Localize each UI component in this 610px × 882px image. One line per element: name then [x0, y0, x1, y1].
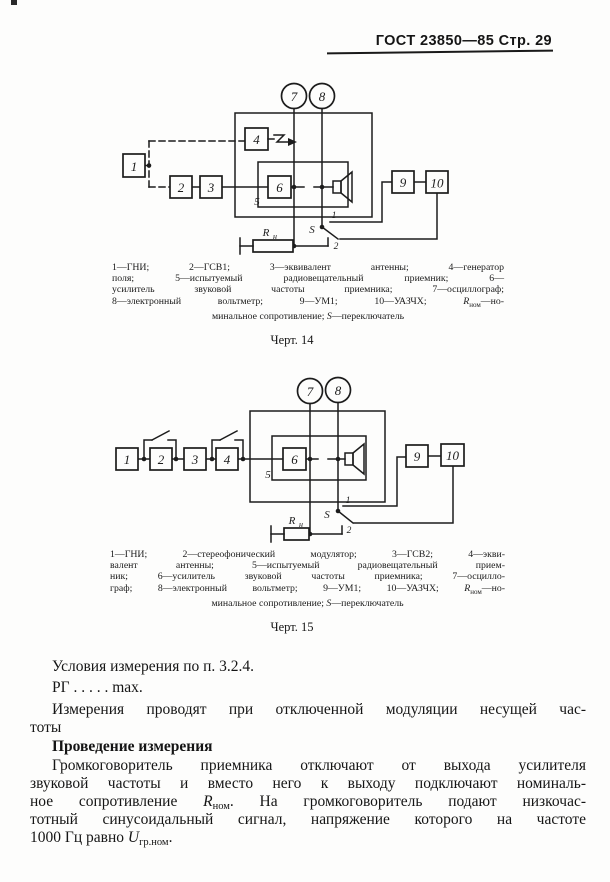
fig14-block-9: 9	[391, 170, 415, 194]
fig15-block-1: 1	[115, 447, 139, 471]
svg-text:R: R	[262, 227, 270, 239]
fig14-block-1: 1	[122, 153, 146, 178]
svg-text:9: 9	[414, 449, 421, 464]
fig15-switch: S 1 2	[324, 496, 355, 536]
fig15-block-9: 9	[405, 444, 429, 468]
fig14-block-3: 3	[199, 175, 223, 199]
body-line: тоты	[30, 719, 62, 736]
svg-text:2: 2	[347, 526, 352, 536]
svg-text:1: 1	[332, 211, 337, 221]
body-line: тотный синусоидальный сигнал, напряжение…	[30, 811, 586, 828]
figure-15-title: Черт. 15	[270, 620, 314, 634]
svg-text:S: S	[324, 509, 330, 521]
fig14-block-6: 6	[267, 175, 292, 199]
figure-14-diagram: 5 1 2 3 4 6 9	[122, 82, 449, 255]
svg-text:1: 1	[346, 496, 351, 506]
svg-text:6: 6	[276, 180, 283, 195]
caption-line: валент антенны; 5—испытуемый радиовещате…	[110, 560, 505, 572]
fig15-wiring	[137, 401, 454, 537]
svg-text:2: 2	[178, 180, 185, 195]
fig14-block-2: 2	[169, 175, 193, 199]
svg-text:1: 1	[131, 159, 138, 174]
fig15-block-2: 2	[149, 447, 173, 471]
body-line: 1000 Гц равно Uгр.ном.	[30, 829, 173, 848]
fig15-inner-box	[271, 435, 367, 481]
fig14-field-arrow-icon	[267, 134, 297, 146]
figure-14-title: Черт. 14	[270, 333, 314, 347]
svg-text:9: 9	[400, 175, 407, 190]
body-line: Громкоговоритель приемника отключают от …	[52, 757, 586, 774]
fig14-resistor: R н	[239, 227, 294, 255]
body-line: ное сопротивление Rном. На громкоговорит…	[30, 793, 586, 812]
body-line-rg: РГ . . . . . max.	[52, 679, 143, 696]
fig15-receiver-label: 5	[265, 469, 271, 481]
caption-line: ник; 6—усилитель звуковой частоты приемн…	[110, 571, 505, 583]
caption-line: минальное сопротивление; S—переключатель	[211, 597, 404, 609]
fig15-terminal-8: 8	[324, 376, 352, 404]
fig15-resistor: R н	[270, 515, 310, 543]
body-line: Измерения проводят при отключенной модул…	[52, 701, 586, 718]
figure-15-caption: 1—ГНИ; 2—стереофонический модулятор; 3—Г…	[110, 549, 505, 609]
caption-line: поля; 5—испытуемый радиовещательный прие…	[112, 273, 504, 285]
body-line-conditions: Условия измерения по п. 3.2.4.	[52, 658, 255, 675]
svg-text:R: R	[288, 515, 296, 527]
caption-line: 1—ГНИ; 2—стереофонический модулятор; 3—Г…	[110, 549, 505, 560]
fig14-receiver-box	[234, 112, 373, 218]
fig14-terminal-7: 7	[280, 82, 308, 110]
fig15-bypass-switch-4	[211, 429, 244, 460]
fig15-receiver-box	[249, 410, 386, 503]
svg-text:4: 4	[224, 452, 231, 467]
svg-text:2: 2	[158, 452, 165, 467]
fig15-speaker-icon	[344, 442, 365, 476]
fig15-block-3: 3	[183, 447, 207, 471]
fig14-receiver-label: 5	[254, 196, 260, 208]
fig14-block-4: 4	[244, 127, 269, 151]
svg-text:4: 4	[253, 132, 260, 147]
fig15-block-6: 6	[282, 447, 307, 471]
body-line: звуковой частоты и вместо него к выходу …	[30, 775, 586, 792]
svg-text:6: 6	[291, 452, 298, 467]
svg-text:н: н	[273, 232, 277, 241]
svg-text:10: 10	[431, 176, 445, 191]
fig14-switch: S 1 2	[309, 211, 340, 252]
svg-text:8: 8	[319, 89, 326, 104]
svg-text:1: 1	[124, 452, 131, 467]
section-heading: Проведение измерения	[52, 738, 213, 755]
svg-text:2: 2	[334, 242, 339, 252]
figure-15-diagram: 5 1 2 3 4 6 9	[115, 376, 465, 543]
fig15-bypass-switch-2	[143, 429, 177, 460]
svg-text:3: 3	[191, 452, 199, 467]
caption-line: граф; 8—электронный вольтметр; 9—УМ1; 10…	[110, 582, 505, 596]
fig14-terminal-8: 8	[308, 82, 336, 110]
caption-line: минальное сопротивление; S—переключатель	[211, 310, 405, 322]
svg-text:3: 3	[207, 180, 215, 195]
svg-text:10: 10	[446, 448, 460, 463]
page-header: ГОСТ 23850—85 Стр. 29	[375, 33, 552, 49]
scan-corner-mark	[11, 0, 17, 5]
fig15-terminal-7: 7	[296, 377, 324, 405]
figure-14-caption: 1—ГНИ; 2—ГСВ1; 3—эквивалент антенны; 4—г…	[112, 262, 504, 322]
caption-line: 1—ГНИ; 2—ГСВ1; 3—эквивалент антенны; 4—г…	[112, 262, 504, 273]
svg-text:н: н	[299, 520, 303, 529]
fig15-block-10: 10	[440, 443, 465, 467]
svg-text:S: S	[309, 224, 315, 236]
svg-text:8: 8	[335, 383, 342, 398]
header-underline	[326, 49, 554, 55]
svg-text:7: 7	[307, 384, 314, 399]
fig15-block-4: 4	[215, 447, 239, 471]
caption-line: усилитель звуковой частоты приемника; 7—…	[112, 284, 504, 296]
fig14-block-10: 10	[425, 170, 449, 194]
fig14-speaker-icon	[332, 170, 353, 204]
caption-line: 8—электронный вольтметр; 9—УМ1; 10—УАЗЧХ…	[112, 295, 504, 309]
fig14-inner-box	[257, 161, 349, 208]
svg-text:7: 7	[291, 89, 298, 104]
